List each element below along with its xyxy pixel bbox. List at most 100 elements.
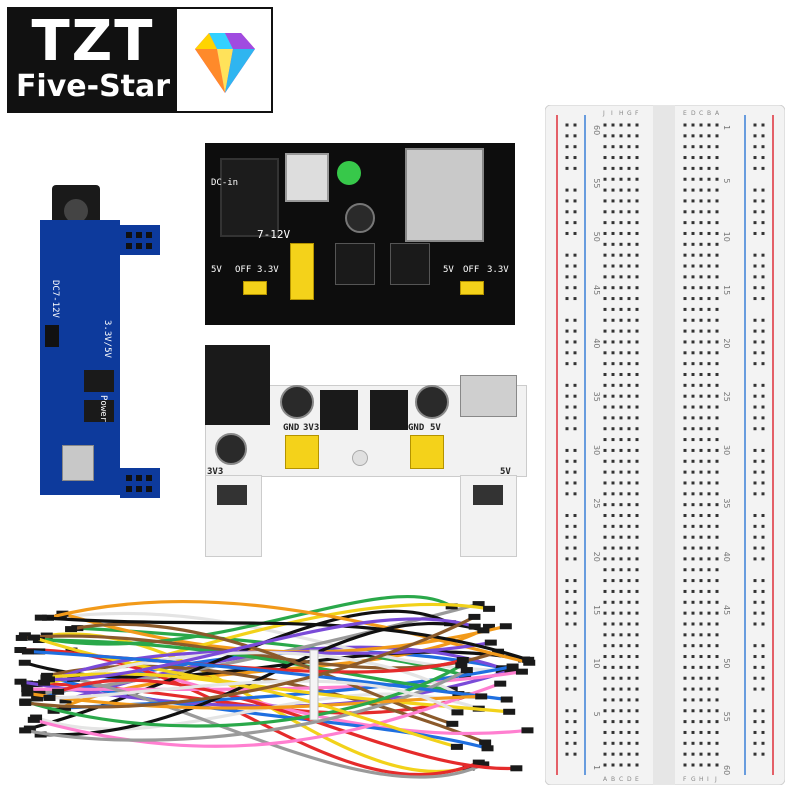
breadboard-hole	[699, 438, 703, 442]
dcin-label: DC-in	[211, 178, 239, 188]
breadboard-hole	[627, 589, 631, 593]
row-number-left: 40	[592, 338, 601, 348]
rail-hole	[753, 188, 757, 192]
rail-hole	[573, 492, 577, 496]
wire-connector	[504, 667, 517, 674]
breadboard-hole	[611, 329, 615, 333]
breadboard-hole	[611, 633, 615, 637]
breadboard-hole	[699, 221, 703, 225]
breadboard-hole	[715, 383, 719, 387]
rail-hole	[753, 720, 757, 724]
rail-hole	[573, 579, 577, 583]
row-number-left: 1	[592, 765, 601, 770]
breadboard-hole	[627, 231, 631, 235]
breadboard-hole	[611, 340, 615, 344]
rail-hole	[753, 156, 757, 160]
breadboard-hole	[611, 481, 615, 485]
breadboard-hole	[707, 438, 711, 442]
breadboard-hole	[627, 633, 631, 637]
breadboard-hole	[707, 199, 711, 203]
breadboard-hole	[627, 145, 631, 149]
breadboard-hole	[683, 568, 687, 572]
jumper-wire	[27, 649, 507, 702]
breadboard-hole	[683, 698, 687, 702]
rail-hole	[565, 231, 569, 235]
breadboard-hole	[683, 416, 687, 420]
wire-connector	[481, 745, 494, 752]
breadboard-hole	[619, 416, 623, 420]
breadboard-hole	[635, 698, 639, 702]
breadboard-holes	[565, 123, 765, 767]
row-number-left: 30	[592, 445, 601, 455]
breadboard-hole	[683, 145, 687, 149]
rail-hole	[753, 394, 757, 398]
rail-hole	[573, 720, 577, 724]
breadboard-hole	[603, 145, 607, 149]
breadboard-hole	[611, 503, 615, 507]
breadboard-hole	[691, 134, 695, 138]
rail-hole	[565, 286, 569, 290]
breadboard-hole	[603, 730, 607, 734]
breadboard-hole	[699, 644, 703, 648]
breadboard-hole	[627, 698, 631, 702]
white-switch-right	[473, 485, 503, 505]
rail-hole	[761, 427, 765, 431]
breadboard-hole	[699, 297, 703, 301]
rail-hole	[761, 275, 765, 279]
black-power-switch	[285, 153, 329, 202]
black-regulator-1	[335, 243, 375, 285]
col-letter-top: F	[635, 110, 639, 117]
rail-hole	[761, 405, 765, 409]
rail-hole	[565, 329, 569, 333]
breadboard-hole	[699, 492, 703, 496]
breadboard-hole	[707, 633, 711, 637]
rail-hole	[573, 546, 577, 550]
breadboard-hole	[619, 383, 623, 387]
breadboard-hole	[699, 579, 703, 583]
breadboard-hole	[611, 698, 615, 702]
wire-connector	[475, 693, 488, 700]
breadboard-hole	[635, 123, 639, 127]
breadboard-hole	[619, 741, 623, 745]
jumper-wire-bundle	[14, 594, 536, 779]
breadboard-hole	[611, 676, 615, 680]
wire-connector	[446, 720, 459, 727]
rail-hole	[753, 362, 757, 366]
breadboard-hole	[707, 351, 711, 355]
breadboard-hole	[635, 340, 639, 344]
wire-connector	[477, 761, 490, 768]
label-5v-right: 5V	[443, 265, 454, 275]
wire-connector	[34, 614, 47, 621]
breadboard-hole	[683, 177, 687, 181]
wire-connector	[522, 656, 535, 663]
breadboard-hole	[611, 231, 615, 235]
breadboard-hole	[683, 503, 687, 507]
breadboard-hole	[699, 166, 703, 170]
breadboard-hole	[611, 730, 615, 734]
row-number-left: 5	[592, 712, 601, 717]
breadboard-hole	[603, 546, 607, 550]
col-letter-bottom: I	[707, 776, 709, 783]
breadboard-hole	[619, 297, 623, 301]
breadboard-hole	[699, 416, 703, 420]
rail-hole	[761, 481, 765, 485]
breadboard-hole	[707, 123, 711, 127]
breadboard-hole	[603, 481, 607, 485]
rail-hole	[761, 611, 765, 615]
breadboard-hole	[611, 123, 615, 127]
rail-hole	[761, 145, 765, 149]
jumper-wire	[25, 615, 476, 709]
rail-hole	[761, 166, 765, 170]
wire-connector	[65, 626, 78, 633]
row-number-right: 55	[722, 712, 731, 722]
breadboard-hole	[619, 156, 623, 160]
rail-hole	[573, 405, 577, 409]
breadboard-hole	[603, 676, 607, 680]
breadboard-hole	[603, 383, 607, 387]
wire-connector	[455, 662, 468, 669]
breadboard-hole	[707, 134, 711, 138]
breadboard-hole	[699, 524, 703, 528]
breadboard-hole	[603, 644, 607, 648]
breadboard-hole	[635, 416, 639, 420]
blue-dc-label: DC7-12V	[50, 280, 60, 318]
